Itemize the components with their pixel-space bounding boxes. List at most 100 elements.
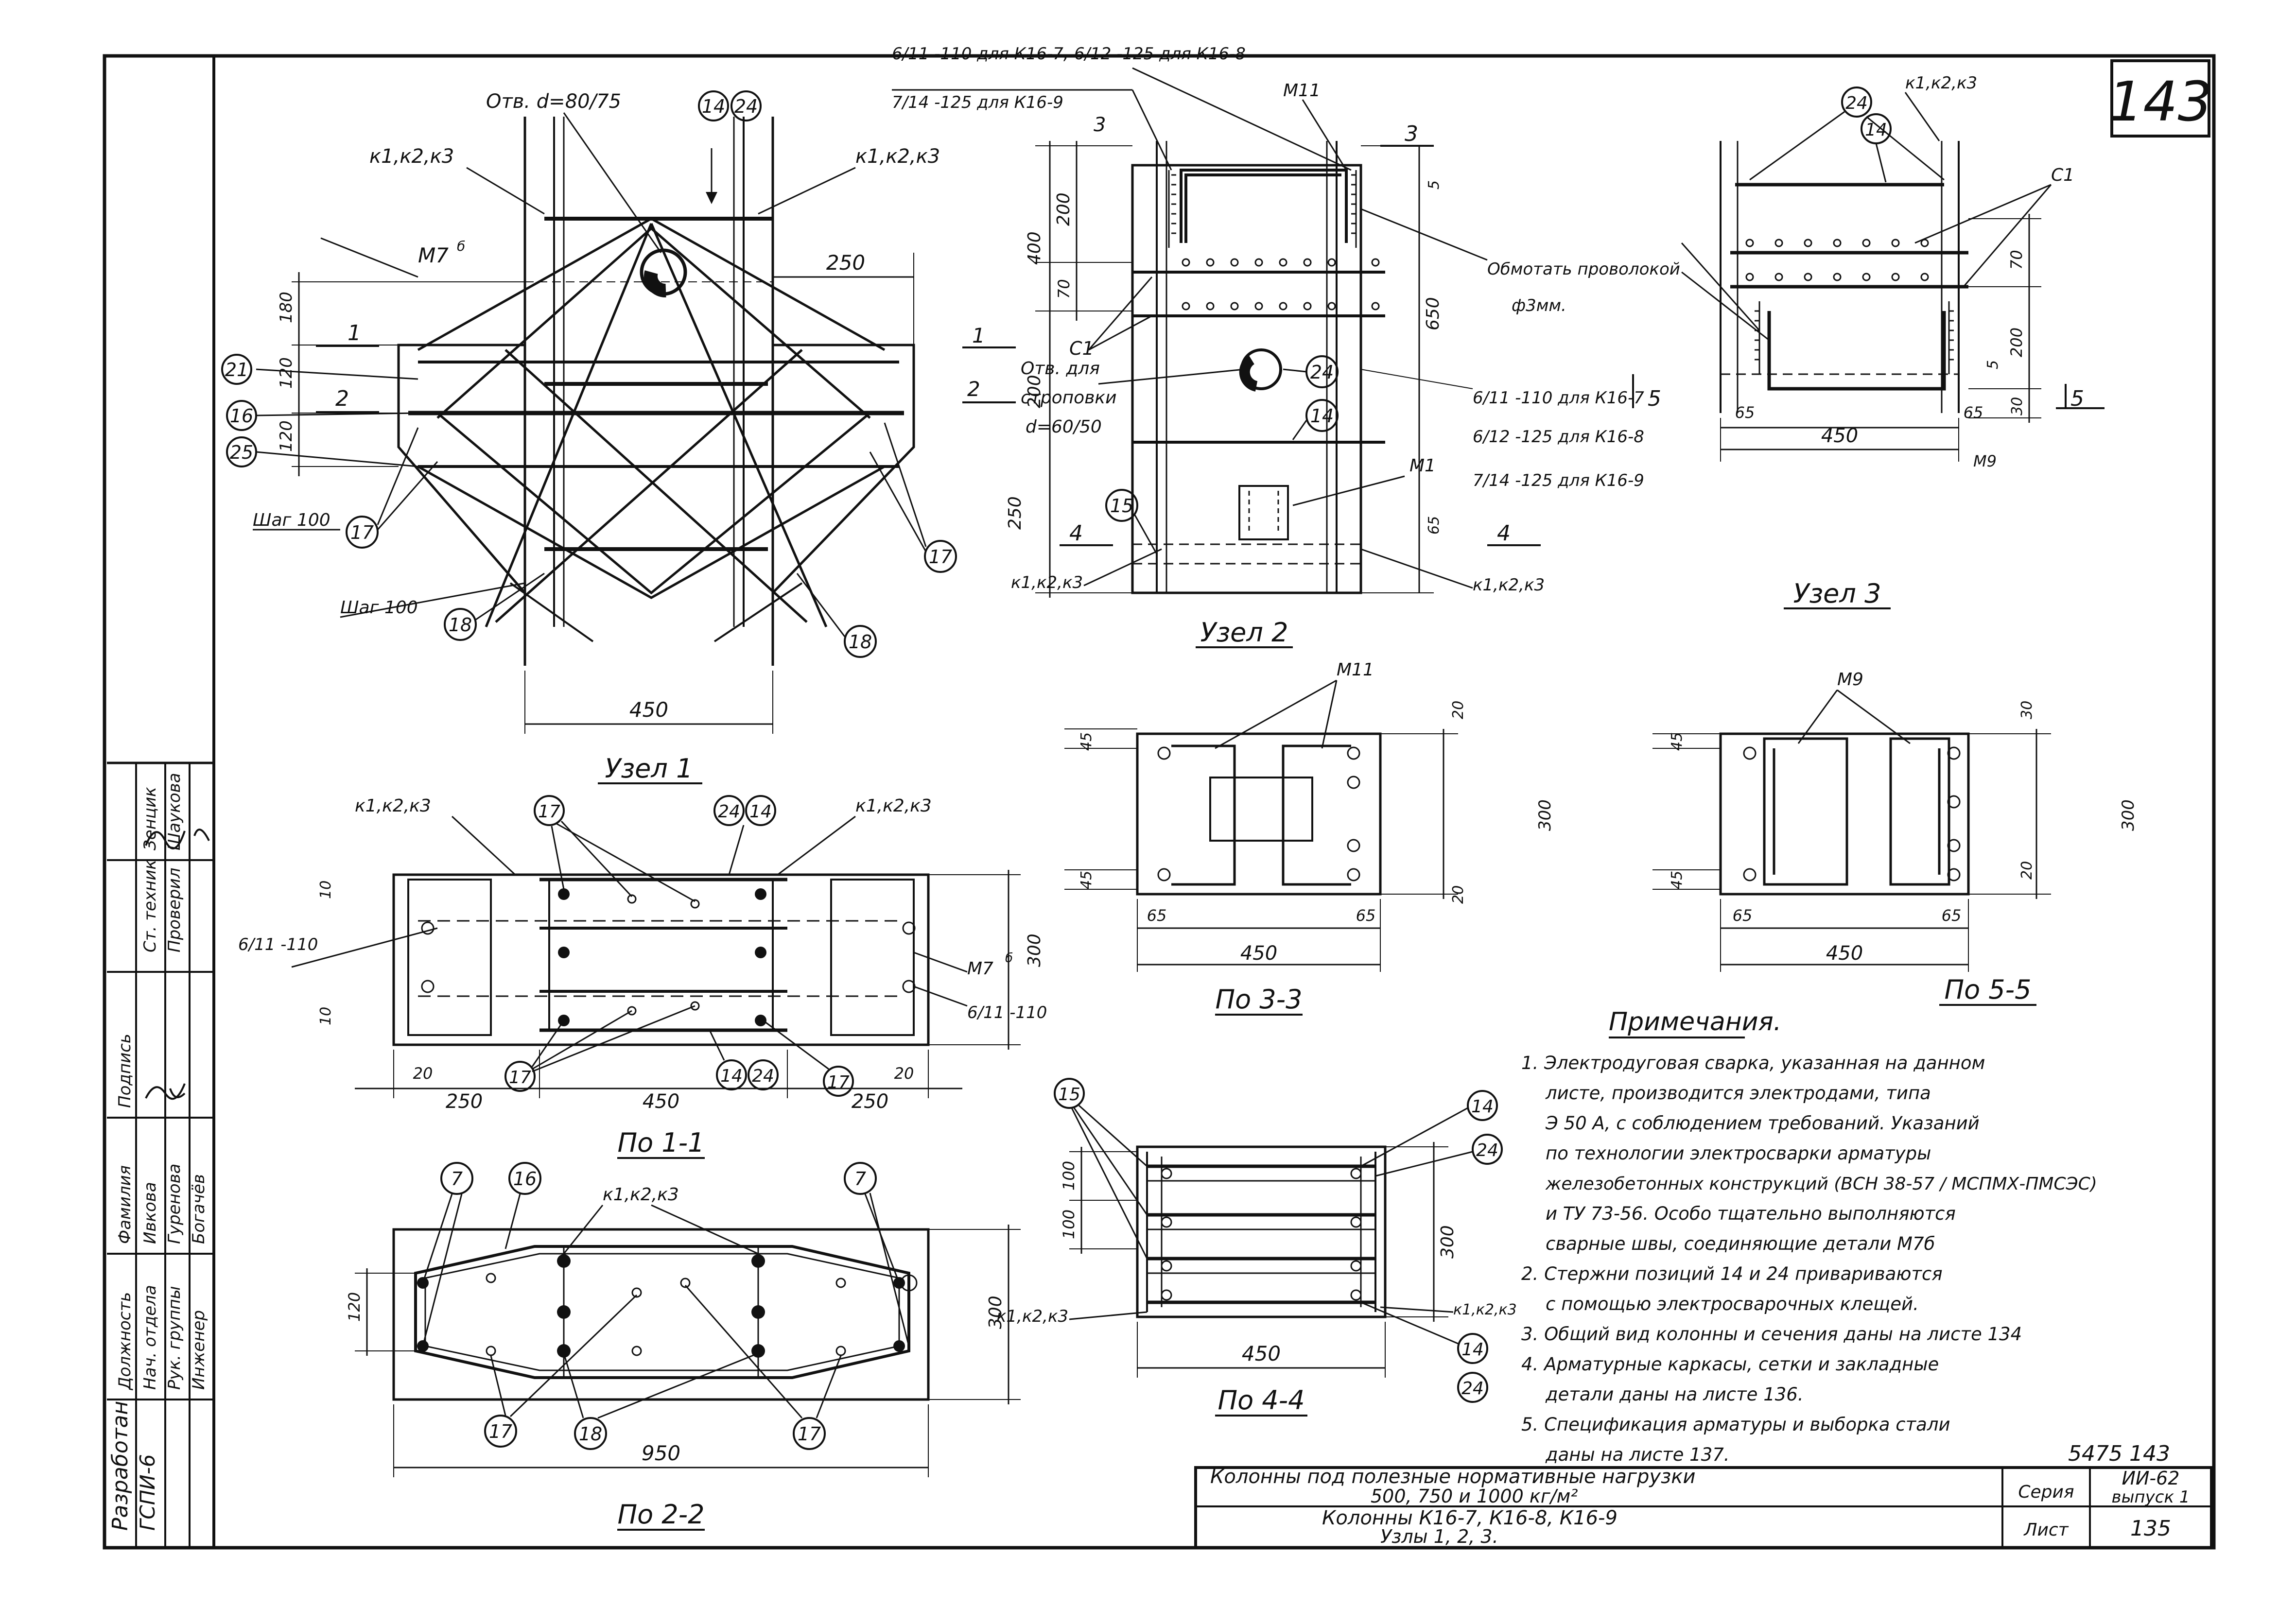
- svg-text:17: 17: [350, 522, 374, 543]
- sec11-dim-20a: 20: [413, 1064, 433, 1083]
- stamp-name-3: Богачёв: [189, 1174, 209, 1244]
- node2-dim-200b: 200: [1025, 375, 1044, 408]
- notes-line-12: детали даны на листе 136.: [1545, 1384, 1804, 1405]
- sec22-dim-950: 950: [642, 1441, 680, 1465]
- sec55-dim-65b: 65: [1942, 906, 1962, 925]
- sec11-dim-300: 300: [1025, 933, 1044, 967]
- sec33-dim-65b: 65: [1356, 906, 1376, 925]
- stamp-signature-1: [145, 1083, 186, 1100]
- page-number-box: [2110, 59, 2210, 138]
- sec11-kark-right: к1,к2,к3: [855, 796, 932, 816]
- node2-dim-650: 650: [1423, 297, 1443, 330]
- node2-rebar-note-3: 7/14 -125 для К16-9: [1473, 471, 1644, 490]
- node1-hole-label: Отв. d=80/75: [486, 90, 621, 113]
- svg-text:18: 18: [849, 631, 872, 653]
- svg-text:7: 7: [451, 1168, 463, 1190]
- node2-rebar-top-2: 7/14 -125 для К16-9: [892, 93, 1063, 112]
- sec11-rebar-right: 6/11 -110: [967, 1003, 1047, 1022]
- section-3-3: М11 45 45 20 300 20 65 65 450 По 3-3: [1064, 660, 1555, 1016]
- node2-rebar-top-1b: 6/12 -125 для К16-8: [1074, 44, 1246, 64]
- node1-bubble-24: [731, 90, 762, 121]
- sec44-bubble-14-bottom: [1457, 1333, 1488, 1364]
- node3-sec-5-right: 5: [2070, 386, 2084, 411]
- stamp-name-1: Ивкова: [140, 1182, 160, 1244]
- sec11-bubble-17-bottom-right: [823, 1066, 854, 1097]
- sec44-dim-300: 300: [1438, 1225, 1458, 1259]
- node2-wrap-2: ф3мм.: [1512, 296, 1566, 315]
- node1-m7: М7: [418, 243, 449, 267]
- node2-hole-3: d=60/50: [1026, 417, 1102, 437]
- notes-line-9: с помощью электросварочных клещей.: [1546, 1294, 1919, 1314]
- sec44-kark-left: к1,к2,к3: [996, 1307, 1068, 1326]
- node1-bubble-17-right: [924, 540, 957, 573]
- svg-text:17: 17: [489, 1421, 512, 1442]
- sec22-kark: к1,к2,к3: [603, 1185, 679, 1205]
- node1-dim-180: 180: [277, 292, 296, 323]
- node2-kark-right: к1,к2,к3: [1473, 575, 1545, 595]
- notes-line-1: 1. Электродуговая сварка, указанная на д…: [1521, 1053, 1985, 1073]
- title-vypusk: выпуск 1: [2112, 1487, 2190, 1507]
- notes-line-7: сварные швы, соединяющие детали М7б: [1546, 1233, 1935, 1254]
- node3-dim-30: 30: [2009, 397, 2026, 415]
- node2-sec-3: 3: [1405, 121, 1418, 146]
- svg-text:16: 16: [513, 1168, 537, 1190]
- stamp-name-5: Шаукова: [165, 773, 184, 850]
- title-block: Колонны под полезные нормативные нагрузк…: [1194, 1466, 2213, 1549]
- sec33-m11: М11: [1337, 660, 1374, 680]
- node1-kark-left: к1,к2,к3: [369, 145, 454, 168]
- notes-title: Примечания.: [1609, 1007, 1781, 1037]
- node3-dim-65a: 65: [1735, 403, 1755, 422]
- section-4-4: 15 14 24 14 24 к1,к2,к3 к1,к2,к3 100 100…: [996, 1078, 1517, 1417]
- node2-hole-1: Отв. для: [1021, 359, 1100, 379]
- notes-line-6: и ТУ 73-56. Особо тщательно выполняются: [1546, 1203, 1956, 1224]
- sec11-bubble-24-top: [713, 795, 745, 826]
- sec55-dim-65a: 65: [1733, 906, 1753, 925]
- svg-text:18: 18: [449, 614, 472, 636]
- node1-dim-120b: 120: [277, 420, 296, 452]
- node1-dim-120a: 120: [277, 357, 296, 389]
- sec44-bubble-24-top: [1472, 1134, 1503, 1165]
- node2-m1: М1: [1409, 456, 1436, 476]
- node1-dim-450: 450: [629, 698, 668, 722]
- sec11-dim-250a: 250: [446, 1090, 483, 1113]
- node-3: к1,к2,к3 24 14 С1 70 200 30 5 450 65 65 …: [1632, 73, 2105, 609]
- sec22-bubble-7-right: [844, 1162, 877, 1195]
- sec11-dim-250b: 250: [852, 1090, 888, 1113]
- svg-text:17: 17: [827, 1072, 850, 1092]
- svg-text:14: 14: [749, 802, 772, 822]
- stamp-pos-2: Рук. группы: [165, 1286, 184, 1390]
- sec55-dim-300: 300: [2119, 799, 2138, 831]
- sec22-bubble-16: [508, 1162, 541, 1195]
- sec22-bubble-7-left: [440, 1162, 473, 1195]
- node2-sec-2: 2: [967, 377, 980, 401]
- node2-dim-250: 250: [1005, 496, 1025, 530]
- stamp-pos-5: Проверил: [165, 868, 184, 952]
- node1-sec-1: 1: [348, 321, 361, 346]
- svg-text:24: 24: [1310, 362, 1334, 383]
- sec33-dim-45a: 45: [1078, 732, 1095, 751]
- node2-wrap-1: Обмотать проволокой: [1487, 259, 1680, 279]
- sec11-dim-10b: 10: [317, 1007, 334, 1025]
- title-list-value: 135: [2130, 1516, 2171, 1541]
- section-5-5: М9 45 45 30 300 20 65 65 450 По 5-5: [1652, 670, 2138, 1006]
- notes-line-10: 3. Общий вид колонны и сечения даны на л…: [1521, 1324, 2022, 1345]
- node1-bubble-17-left: [346, 516, 379, 549]
- svg-text:24: 24: [1476, 1140, 1498, 1160]
- sec11-kark-left: к1,к2,к3: [355, 796, 431, 816]
- node2-caption: Узел 2: [1200, 617, 1288, 648]
- svg-text:24: 24: [1845, 93, 1868, 113]
- sec22-caption: По 2-2: [617, 1499, 704, 1530]
- node2-rebar-note-1: 6/11 -110 для К16-7: [1473, 388, 1644, 408]
- node2-dim-70: 70: [1055, 279, 1073, 299]
- title-list-label: Лист: [2023, 1520, 2069, 1540]
- sec33-dim-20b: 20: [1450, 885, 1467, 904]
- svg-text:17: 17: [509, 1068, 531, 1088]
- sec55-caption: По 5-5: [1944, 974, 2031, 1005]
- stamp-pos-4: Ст. техник: [140, 860, 160, 952]
- sec55-dim-45a: 45: [1669, 732, 1686, 751]
- sec11-m7: М7: [967, 959, 993, 979]
- stamp-number: 5475 143: [2068, 1441, 2170, 1466]
- notes-line-11: 4. Арматурные каркасы, сетки и закладные: [1521, 1354, 1939, 1375]
- sec33-dim-45b: 45: [1078, 871, 1095, 889]
